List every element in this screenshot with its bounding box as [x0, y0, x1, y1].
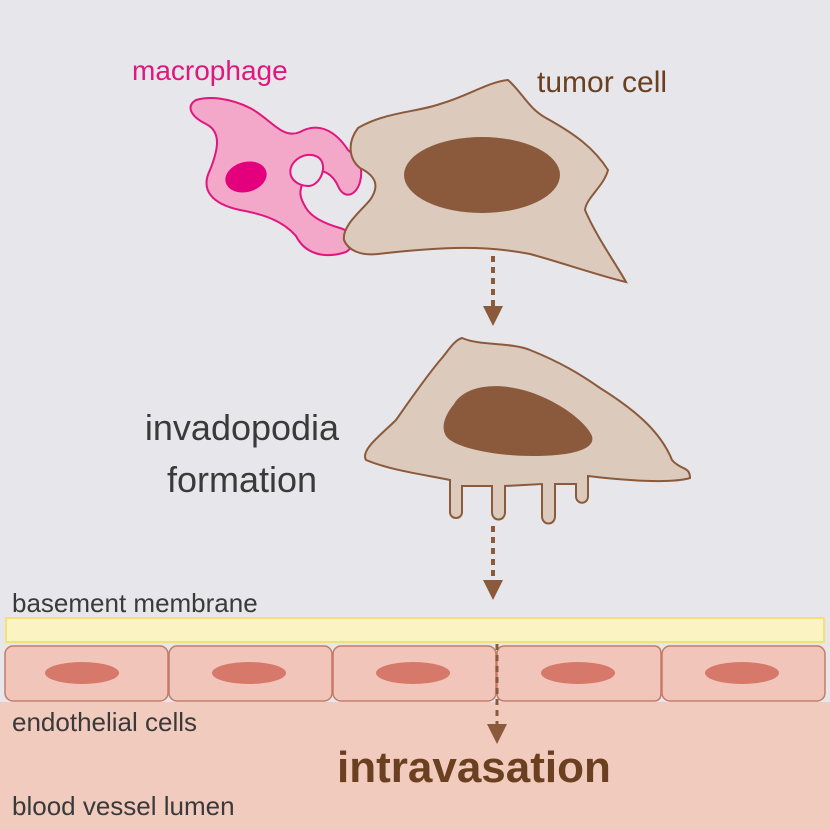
- dashed-arrow-2: [483, 526, 503, 600]
- endothelial-nucleus: [45, 662, 119, 684]
- endothelial-nucleus: [705, 662, 779, 684]
- basement-membrane: [5, 617, 825, 643]
- intravasation-label: intravasation: [337, 743, 611, 792]
- macrophage-label: macrophage: [132, 55, 288, 86]
- endothelial-nucleus: [212, 662, 286, 684]
- basement-membrane-label: basement membrane: [12, 588, 258, 618]
- blood-vessel-lumen: [0, 702, 830, 830]
- macrophage-body: [189, 97, 363, 257]
- endothelial-cell-layer: [4, 645, 826, 702]
- endothelial-nucleus: [376, 662, 450, 684]
- macrophage-nucleus: [225, 161, 267, 193]
- tumor-cell-label: tumor cell: [537, 66, 667, 99]
- tumor-cell-nucleus: [404, 137, 560, 213]
- blood-vessel-lumen-label: blood vessel lumen: [12, 791, 235, 821]
- macrophage: [189, 97, 363, 257]
- endothelial-nucleus: [541, 662, 615, 684]
- macrophage-vacuole: [289, 153, 324, 188]
- tumor-cell: [342, 78, 628, 284]
- invadopodia-cell-nucleus: [443, 386, 593, 456]
- endothelial-cells-label: endothelial cells: [12, 707, 197, 737]
- invadopodia-label-line2: formation: [167, 459, 317, 500]
- invadopodia-cell: [364, 336, 692, 525]
- dashed-arrow-1: [483, 256, 503, 326]
- invadopodia-label-line1: invadopodia: [145, 407, 340, 448]
- dashed-arrow-3: [487, 644, 507, 744]
